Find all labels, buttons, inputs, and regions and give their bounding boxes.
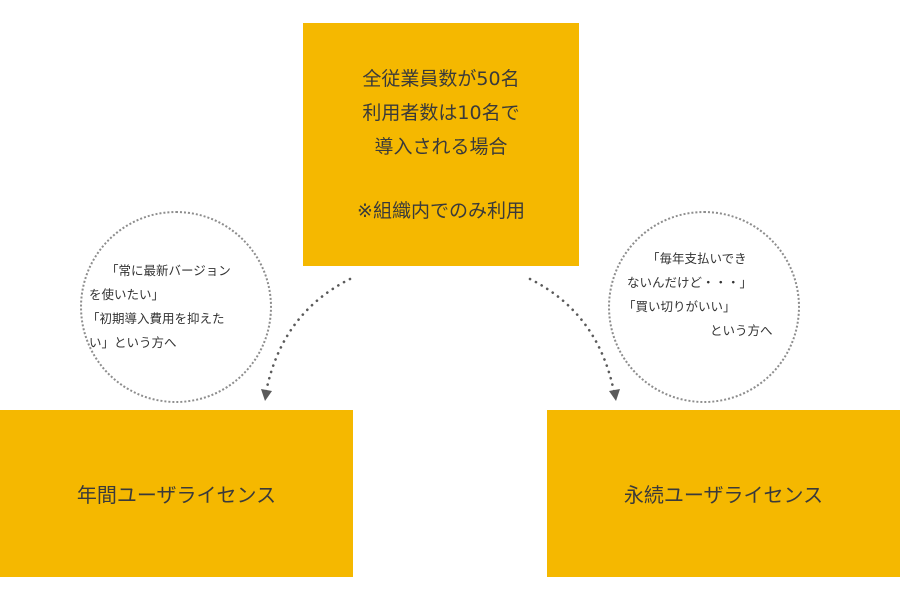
condition-line-adoption: 導入される場合 [374, 135, 508, 158]
left-bubble-line-1: 「常に最新バージョン [106, 263, 231, 278]
condition-line-note: ※組織内でのみ利用 [357, 199, 525, 222]
left-bubble-line-4: い」という方へ [89, 335, 177, 350]
right-dotted-arrow-line [528, 277, 616, 394]
right-speech-bubble: 「毎年支払いでき ないんだけど・・・」 「買い切りがいい」 という方へ [608, 211, 800, 403]
condition-line-users: 利用者数は10名で [362, 101, 520, 124]
right-bubble-line-3: 「買い切りがいい」 [623, 299, 736, 314]
perpetual-license-label: 永続ユーザライセンス [623, 483, 824, 507]
left-dotted-arrow-line [264, 277, 352, 394]
annual-license-box: 年間ユーザライセンス [0, 410, 353, 577]
left-bubble-line-3: 「初期導入費用を抑えた [87, 311, 225, 326]
right-bubble-line-2: ないんだけど・・・」 [627, 275, 753, 290]
condition-line-employees: 全従業員数が50名 [362, 67, 520, 90]
condition-box: 全従業員数が50名 利用者数は10名で 導入される場合 ※組織内でのみ利用 [303, 23, 579, 266]
left-speech-bubble: 「常に最新バージョン を使いたい」 「初期導入費用を抑えた い」という方へ [80, 211, 272, 403]
right-bubble-line-1: 「毎年支払いでき [647, 251, 747, 266]
left-bubble-line-2: を使いたい」 [89, 287, 165, 302]
left-arrowhead-icon [261, 389, 272, 401]
right-bubble-line-4: という方へ [710, 323, 773, 338]
perpetual-license-box: 永続ユーザライセンス [547, 410, 900, 577]
right-arrowhead-icon [609, 389, 620, 401]
annual-license-label: 年間ユーザライセンス [76, 483, 277, 507]
